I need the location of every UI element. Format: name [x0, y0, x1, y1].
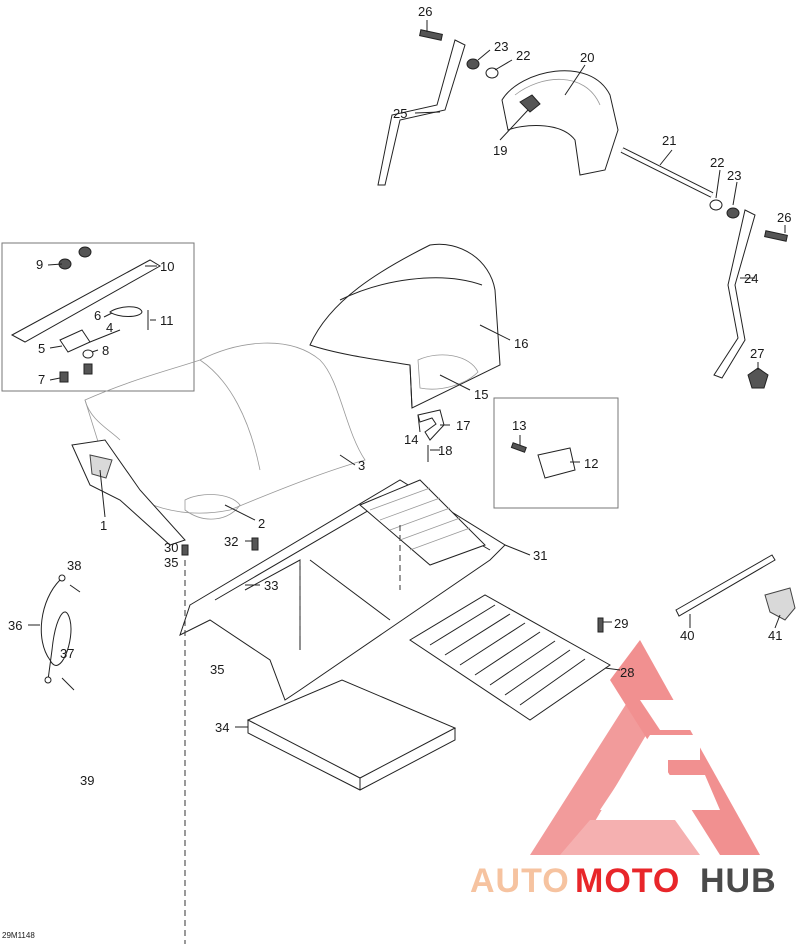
callout-26-right: 26	[777, 210, 791, 225]
callout-15: 15	[474, 387, 488, 402]
bolt-right	[764, 230, 788, 242]
callout-labels: 1 2 3 4 5 6 7 8 9 10 11 12 13 14 15 16 1…	[8, 4, 791, 788]
detail-box-hinge-plate	[493, 397, 619, 509]
callout-34: 34	[215, 720, 229, 735]
callout-29: 29	[614, 616, 628, 631]
callout-22-right: 22	[710, 155, 724, 170]
callout-35: 35	[210, 662, 224, 677]
callout-40: 40	[680, 628, 694, 643]
washer-right	[709, 199, 723, 211]
callout-21: 21	[662, 133, 676, 148]
watermark-text-hub: HUB	[700, 862, 777, 900]
strap	[675, 554, 776, 617]
callout-20: 20	[580, 50, 594, 65]
callout-24: 24	[744, 271, 758, 286]
callout-27: 27	[750, 346, 764, 361]
callout-7: 7	[38, 372, 45, 387]
callout-31: 31	[533, 548, 547, 563]
grille-panel-outline	[409, 594, 611, 721]
knob	[747, 367, 769, 389]
callout-13: 13	[512, 418, 526, 433]
hinge-plate	[537, 447, 576, 479]
fastener-29	[597, 617, 604, 633]
callout-11: 11	[160, 313, 174, 328]
callout-30: 30	[164, 540, 178, 555]
callout-4: 4	[106, 320, 113, 335]
callout-5: 5	[38, 341, 45, 356]
clip-bracket	[417, 409, 445, 441]
watermark-text-moto: MOTO	[575, 862, 680, 900]
callout-38: 38	[67, 558, 81, 573]
grille-panel	[409, 594, 611, 721]
seat-cushion	[84, 342, 366, 514]
callout-33: 33	[264, 578, 278, 593]
right-bracket	[713, 209, 756, 379]
callout-32: 32	[224, 534, 238, 549]
callout-2: 2	[258, 516, 265, 531]
latch	[59, 329, 91, 353]
callout-12: 12	[584, 456, 598, 471]
callout-28: 28	[620, 665, 634, 680]
box-mesh	[417, 354, 479, 390]
seat	[71, 342, 366, 546]
accessories	[675, 554, 796, 621]
storage-box-shell	[309, 243, 501, 409]
fastener-32	[251, 537, 259, 551]
callout-39: 39	[80, 773, 94, 788]
washer-left	[485, 67, 499, 79]
fastener-30	[181, 544, 189, 556]
callout-41: 41	[768, 628, 782, 643]
callout-35-small: 35	[164, 555, 178, 570]
watermark-text: AUTO MOTO HUB	[470, 862, 777, 900]
callout-9: 9	[36, 257, 43, 272]
callout-14: 14	[404, 432, 418, 447]
cable-assembly	[40, 574, 81, 691]
rack-frame	[179, 479, 506, 701]
seat-mesh	[184, 494, 241, 520]
callout-1: 1	[100, 518, 107, 533]
trim-strip	[10, 259, 161, 343]
watermark-logo	[530, 640, 760, 855]
leader-lines	[28, 20, 786, 728]
tether-cable	[40, 579, 72, 681]
callout-25: 25	[393, 106, 407, 121]
callout-23-top: 23	[494, 39, 508, 54]
callout-23-right: 23	[727, 168, 741, 183]
diagram-code: 29M1148	[2, 931, 35, 940]
callout-26-top: 26	[418, 4, 432, 19]
callout-22-top: 22	[516, 48, 530, 63]
bolt-top	[419, 29, 443, 41]
grille-insert	[359, 479, 486, 566]
callout-10: 10	[160, 259, 174, 274]
callout-18: 18	[438, 443, 452, 458]
nut-right	[726, 207, 740, 219]
end-cap	[764, 587, 796, 621]
callout-16: 16	[514, 336, 528, 351]
floor-mat	[246, 679, 457, 791]
spring	[109, 306, 143, 317]
backrest-pad	[501, 70, 619, 176]
callout-37: 37	[60, 646, 74, 661]
callout-6: 6	[94, 308, 101, 323]
callout-8: 8	[102, 343, 109, 358]
floor-mat-outline	[246, 679, 457, 779]
backrest-knob	[519, 94, 541, 113]
callout-19: 19	[493, 143, 507, 158]
callout-36: 36	[8, 618, 22, 633]
seat-base	[71, 439, 186, 546]
nut-left	[466, 58, 480, 70]
watermark-text-auto: AUTO	[470, 862, 570, 900]
detail-box-hinge	[1, 242, 195, 392]
callout-3: 3	[358, 458, 365, 473]
callout-17: 17	[456, 418, 470, 433]
storage-box	[309, 243, 501, 462]
